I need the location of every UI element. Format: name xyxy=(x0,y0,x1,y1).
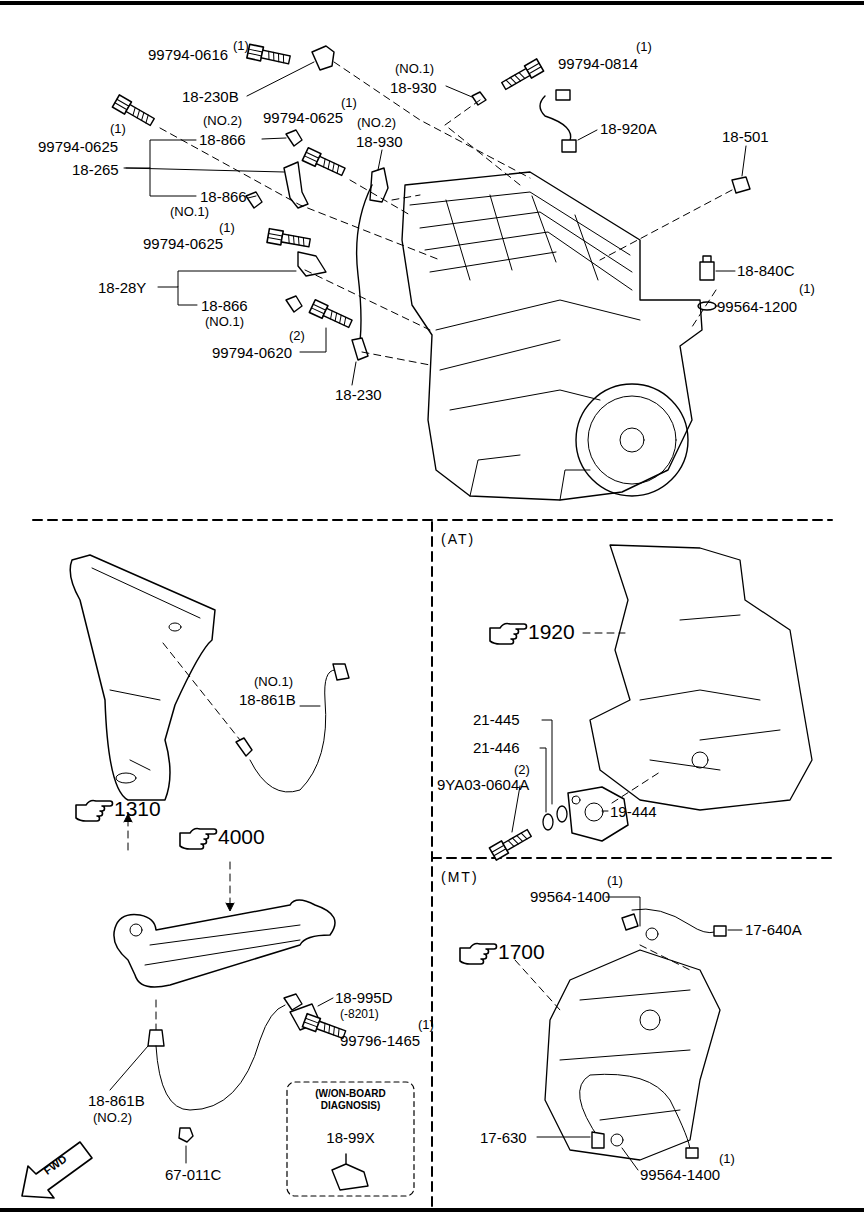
direction-arrow-text: FWD xyxy=(42,1153,69,1177)
part-number: 99794-0625 xyxy=(38,139,118,154)
part-number: 18-930 xyxy=(356,134,403,149)
quantity-note: (NO.2) xyxy=(93,1111,132,1124)
part-number: 99794-0616 xyxy=(148,47,228,62)
part-number: 18-920A xyxy=(600,121,657,136)
part-number: 18-99X xyxy=(293,1129,408,1146)
part-number: 18-930 xyxy=(390,80,437,95)
quantity-note: (1) xyxy=(607,874,623,887)
quantity-note: (NO.2) xyxy=(357,116,396,129)
part-number: 67-011C xyxy=(165,1167,221,1182)
part-number: 17-630 xyxy=(480,1130,527,1145)
quantity-note: (1) xyxy=(110,122,126,135)
part-number: 18-501 xyxy=(722,129,769,144)
part-number: 18-28Y xyxy=(98,280,146,295)
quantity-note: (2) xyxy=(289,329,305,342)
node-heading: (W/ON-BOARD DIAGNOSIS) xyxy=(293,1088,408,1111)
part-number: 9YA03-0604A xyxy=(437,777,529,792)
part-number: 18-866 xyxy=(199,132,246,147)
part-number: 18-265 xyxy=(72,162,119,177)
section-panel: (MT) xyxy=(433,861,832,1201)
quantity-note: (NO.2) xyxy=(203,114,242,127)
part-number: 99796-1465 xyxy=(340,1033,420,1048)
section-reference: 4000 xyxy=(218,826,265,847)
quantity-note: (1) xyxy=(636,40,652,53)
quantity-note: (NO.1) xyxy=(170,205,209,218)
quantity-note: (1) xyxy=(219,221,235,234)
part-number: 17-640A xyxy=(745,922,802,937)
quantity-note: (NO.1) xyxy=(254,675,293,688)
part-number: 99794-0625 xyxy=(263,110,343,125)
quantity-note: (2) xyxy=(514,763,530,776)
quantity-note: (NO.1) xyxy=(205,315,244,328)
node-heading: (MT) xyxy=(441,869,824,885)
part-number: 18-866 xyxy=(200,189,247,204)
part-number: 99794-0625 xyxy=(143,236,223,251)
section-reference: 1920 xyxy=(528,621,575,642)
part-number: 99564-1400 xyxy=(640,1167,720,1182)
part-number: 18-230 xyxy=(335,387,382,402)
part-number: 21-445 xyxy=(473,712,520,727)
section-reference: 1700 xyxy=(498,941,545,962)
part-number: 18-995D xyxy=(335,990,393,1005)
section-reference: 1310 xyxy=(114,798,161,819)
quantity-note: (1) xyxy=(799,282,815,295)
part-number: 19-444 xyxy=(610,804,657,819)
quantity-note: (1) xyxy=(719,1152,735,1165)
part-number: 18-861B xyxy=(88,1093,145,1108)
quantity-note: (NO.1) xyxy=(395,62,434,75)
part-number: 18-230B xyxy=(182,89,239,104)
quantity-note: (1) xyxy=(341,96,357,109)
part-number: 18-861B xyxy=(239,692,296,707)
part-number: 99564-1200 xyxy=(717,299,797,314)
part-number: 18-866 xyxy=(201,298,248,313)
part-number: 99794-0814 xyxy=(558,56,638,71)
quantity-note: (-8201) xyxy=(340,1008,379,1020)
option-box: (W/ON-BOARD DIAGNOSIS) 18-99X xyxy=(287,1082,414,1196)
part-number: 99564-1400 xyxy=(530,889,610,904)
part-number: 21-446 xyxy=(473,740,520,755)
node-heading: (AT) xyxy=(441,531,824,547)
part-number: 99794-0620 xyxy=(212,345,292,360)
quantity-note: (1) xyxy=(418,1018,434,1031)
part-number: 18-840C xyxy=(737,263,795,278)
quantity-note: (1) xyxy=(233,39,249,52)
